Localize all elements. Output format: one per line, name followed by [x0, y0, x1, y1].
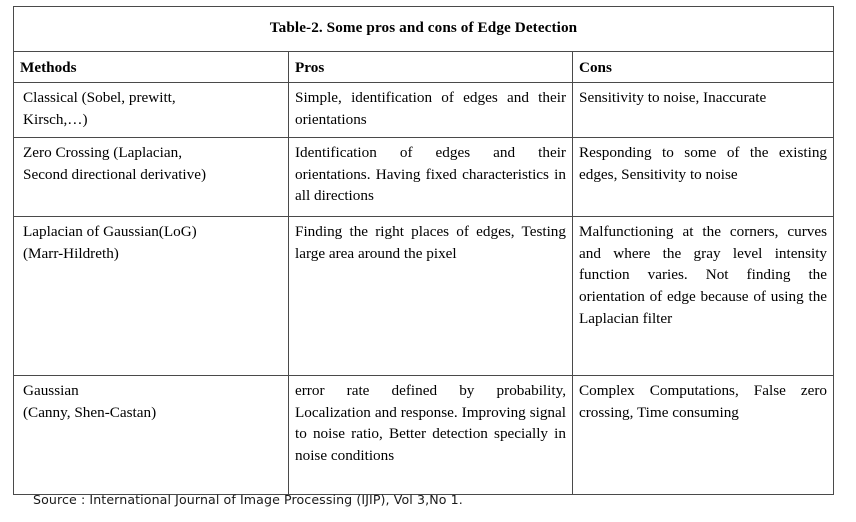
source-caption: Source : International Journal of Image …	[33, 492, 463, 507]
column-header-pros: Pros	[288, 50, 573, 84]
method-2-line-1: Zero Crossing (Laplacian,	[23, 143, 182, 161]
method-4-line-1: Gaussian	[23, 381, 79, 399]
table-header-row: Methods Pros Cons	[13, 50, 835, 84]
cell-pros-1: Simple, identification of edges and thei…	[288, 82, 573, 138]
cell-pros-4: error rate defined by probability, Local…	[288, 374, 573, 495]
method-1-line-2: Kirsch,…)	[23, 111, 88, 129]
cell-method-3: Laplacian of Gaussian(LoG) (Marr-Hildret…	[13, 215, 289, 376]
table-container: Table-2. Some pros and cons of Edge Dete…	[12, 6, 835, 495]
column-header-methods: Methods	[13, 50, 289, 84]
method-2-line-2: Second directional derivative)	[23, 165, 207, 183]
method-1-line-1: Classical (Sobel, prewitt,	[23, 89, 176, 107]
cell-method-4: Gaussian (Canny, Shen-Castan)	[13, 374, 289, 495]
cell-method-1: Classical (Sobel, prewitt, Kirsch,…)	[13, 82, 289, 138]
table-row: Laplacian of Gaussian(LoG) (Marr-Hildret…	[13, 215, 835, 376]
table-title: Table-2. Some pros and cons of Edge Dete…	[12, 6, 835, 52]
method-3-line-1: Laplacian of Gaussian(LoG)	[23, 222, 197, 240]
table-row: Zero Crossing (Laplacian, Second directi…	[13, 136, 835, 217]
pros-cons-table: Table-2. Some pros and cons of Edge Dete…	[12, 6, 835, 495]
cell-pros-2: Identification of edges and their orient…	[288, 136, 573, 217]
column-header-cons: Cons	[571, 50, 835, 84]
cell-cons-2: Responding to some of the existing edges…	[571, 136, 835, 217]
table-title-row: Table-2. Some pros and cons of Edge Dete…	[12, 6, 835, 52]
table-row: Classical (Sobel, prewitt, Kirsch,…) Sim…	[13, 82, 835, 138]
cell-cons-3: Malfunctioning at the corners, curves an…	[571, 215, 835, 376]
cell-cons-1: Sensitivity to noise, Inaccurate	[571, 82, 835, 138]
method-4-line-2: (Canny, Shen-Castan)	[23, 403, 157, 421]
cell-cons-4: Complex Computations, False zero crossin…	[571, 374, 835, 495]
cell-pros-3: Finding the right places of edges, Testi…	[288, 215, 573, 376]
method-3-line-2: (Marr-Hildreth)	[23, 244, 119, 262]
cell-method-2: Zero Crossing (Laplacian, Second directi…	[13, 136, 289, 217]
table-row: Gaussian (Canny, Shen-Castan) error rate…	[13, 374, 835, 495]
